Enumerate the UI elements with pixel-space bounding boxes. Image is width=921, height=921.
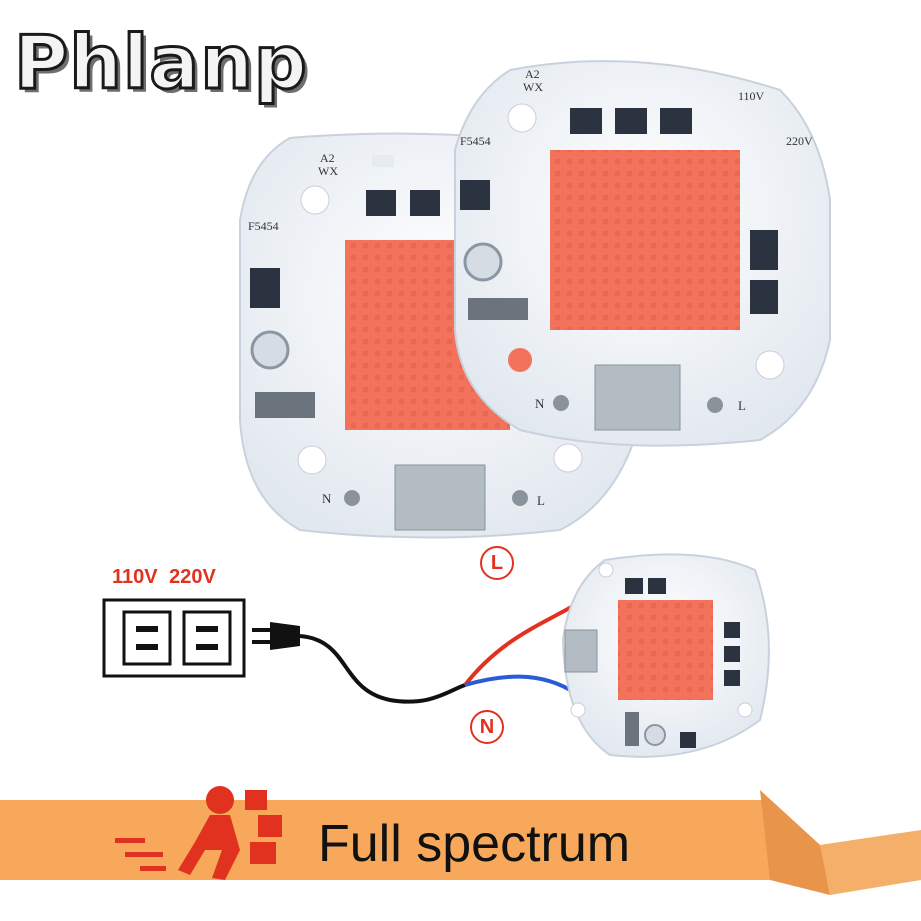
back-model-text: A2 bbox=[320, 151, 335, 165]
back-l-text: L bbox=[537, 493, 545, 508]
front-l-text: L bbox=[738, 398, 746, 413]
brand-logo: Phlanp bbox=[13, 19, 309, 108]
live-label: L bbox=[480, 546, 514, 580]
front-model2-text: WX bbox=[523, 80, 543, 94]
front-part-text: F5454 bbox=[460, 134, 491, 148]
led-board-small bbox=[561, 553, 770, 758]
back-n-text: N bbox=[322, 491, 332, 506]
front-110v-text: 110V bbox=[738, 89, 765, 103]
power-cable bbox=[252, 601, 581, 704]
banner-text: Full spectrum bbox=[318, 815, 631, 873]
neutral-label: N bbox=[470, 710, 504, 744]
back-model2-text: WX bbox=[318, 164, 338, 178]
front-n-text: N bbox=[535, 396, 545, 411]
led-board-front: A2 WX F5454 110V 220V N L bbox=[454, 60, 831, 447]
back-part-text: F5454 bbox=[248, 219, 279, 233]
voltage-text: 110V 220V bbox=[112, 566, 216, 588]
front-model-text: A2 bbox=[525, 67, 540, 81]
delivery-runner-icon bbox=[115, 786, 282, 880]
front-220v-text: 220V bbox=[786, 134, 813, 148]
wall-socket bbox=[102, 598, 246, 678]
